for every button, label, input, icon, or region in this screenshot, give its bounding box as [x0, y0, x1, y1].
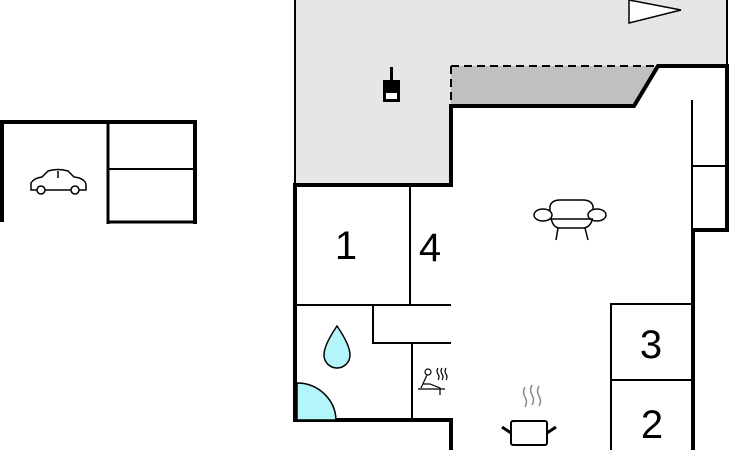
water-drop-icon [323, 324, 351, 369]
terrace-area [295, 0, 727, 185]
shower-area [296, 382, 337, 421]
room-1-label: 1 [335, 224, 357, 268]
garage [0, 120, 197, 224]
sofa-icon [533, 199, 607, 241]
cooking-pot-icon [501, 384, 557, 446]
stove-icon [383, 67, 400, 102]
entrance-arrow-icon [628, 0, 682, 24]
room-3-label: 3 [640, 323, 662, 367]
interior-walls [295, 100, 727, 450]
car-icon [30, 168, 87, 195]
covered-terrace-area [451, 66, 658, 106]
room-2-label: 2 [641, 403, 663, 447]
room-4-label: 4 [419, 226, 441, 270]
sauna-icon [418, 367, 448, 395]
